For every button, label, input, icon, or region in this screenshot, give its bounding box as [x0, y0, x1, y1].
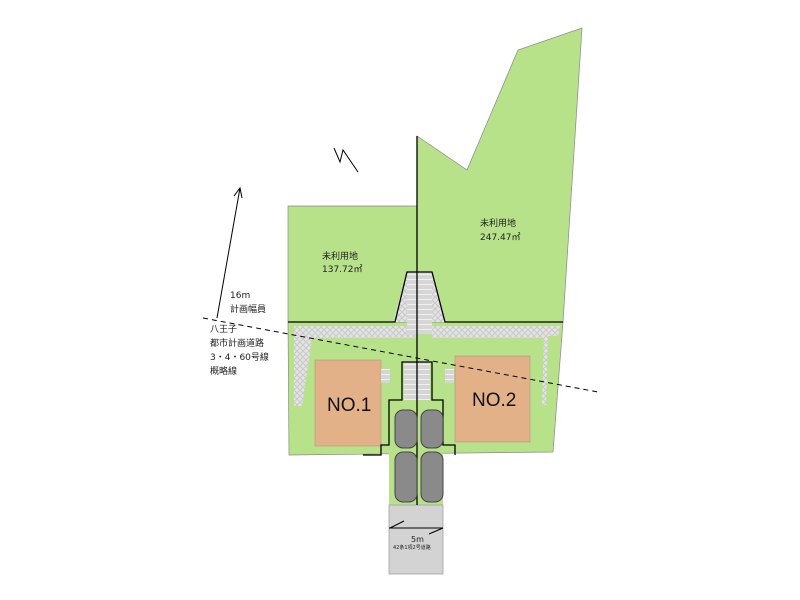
right-lot-label: 未利用地	[480, 219, 517, 229]
hatched-walkway	[294, 326, 416, 406]
road-width: 16m	[230, 291, 251, 301]
right-lot-area: 247.47㎡	[480, 233, 521, 243]
car-icon	[394, 409, 418, 449]
road-note-line: 八王子	[210, 325, 238, 335]
step-no1	[381, 369, 390, 383]
road-width-marks	[389, 520, 444, 535]
step-no2	[445, 369, 454, 383]
road-width-arrow-icon	[216, 186, 243, 319]
house-no2	[454, 355, 531, 443]
car-icon	[420, 451, 444, 503]
parking-cars	[394, 409, 444, 503]
front-road	[388, 504, 444, 575]
boundary-lines	[288, 136, 563, 505]
house-no1	[314, 359, 382, 447]
front-road-type: 42条1項2号道路	[393, 545, 431, 551]
planned-road-line	[202, 317, 599, 393]
house-no2-label: NO.2	[472, 390, 517, 411]
road-width-label: 計画幅員	[230, 305, 267, 315]
house-no1-label: NO.1	[327, 395, 372, 416]
front-road-width: 5m	[411, 535, 424, 544]
car-icon	[420, 409, 444, 449]
road-note-line: 概略線	[210, 367, 238, 377]
hatched-walkway-right	[432, 326, 560, 405]
stair-steps	[407, 272, 432, 334]
car-icon	[394, 451, 418, 503]
left-lot-label: 未利用地	[322, 252, 359, 262]
road-note-line: 3・4・60号線	[210, 353, 269, 363]
unused-lot-right	[416, 27, 583, 323]
left-lot-area: 137.72㎡	[322, 265, 363, 275]
north-arrow-icon	[333, 147, 359, 173]
road-note-line: 都市計画道路	[210, 339, 265, 349]
